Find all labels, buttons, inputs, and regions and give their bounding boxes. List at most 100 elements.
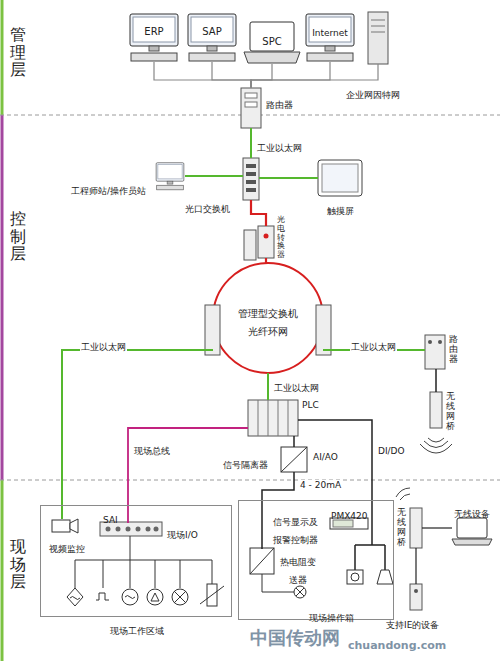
computer-icons [371, 32, 385, 33]
network-devices [288, 400, 289, 436]
connector-label: 工业以太网 [256, 143, 303, 153]
field-devices [296, 588, 304, 596]
field-devices [151, 593, 159, 601]
field-devices [52, 488, 492, 610]
field-devices [212, 560, 213, 584]
network-devices [244, 230, 256, 260]
field-devices [67, 588, 83, 606]
field-devices [154, 527, 159, 532]
computer-icons [244, 52, 300, 63]
field-devices [250, 548, 274, 574]
field-devices [396, 488, 410, 500]
device-label: 视频监控 [49, 544, 85, 554]
vertical-label: 控制层 [10, 210, 26, 263]
field-devices [414, 589, 418, 593]
connector-label: AI/AO [312, 452, 339, 462]
watermark: 中国传动网 [250, 627, 340, 648]
vertical-label: 光电转换器 [277, 216, 285, 260]
field-devices [250, 548, 274, 574]
device-label: 企业网因特网 [346, 90, 400, 100]
network-devices [205, 88, 452, 472]
link-line [415, 548, 416, 584]
field-devices [333, 520, 353, 527]
field-devices [147, 589, 163, 605]
layer-band: 工程师站/操作员站光口交换机触摸屏光电转换器管理型交换机 光纤环网PLC路由器无… [0, 115, 500, 480]
fiber-line [251, 200, 266, 226]
optical-switch: 光口交换机 [243, 158, 259, 200]
device-label: PLC [302, 400, 319, 410]
network-devices [264, 234, 269, 239]
computer: Internet [304, 12, 356, 62]
network-devices [246, 172, 256, 176]
field-devices [106, 527, 111, 532]
router: 路由器 [241, 88, 261, 128]
computer: ERP [128, 12, 180, 62]
computer: SAP [186, 12, 238, 62]
field-devices [200, 586, 224, 604]
ethernet-line [267, 373, 269, 400]
video-camera: 视频监控 [53, 519, 79, 535]
wireless-bridge: 无线网桥 [430, 392, 442, 428]
vertical-label: 路由器 [449, 335, 458, 365]
connector-label: 工业以太网 [350, 342, 397, 352]
device-label: 无线设备 [454, 509, 490, 519]
field-devices [180, 560, 181, 588]
field-devices [347, 570, 363, 584]
field-devices [377, 570, 393, 584]
wireless-bridge: 无线网桥 [410, 508, 422, 548]
touch-screen: 触摸屏 [318, 160, 362, 196]
device-label: SPC [262, 36, 281, 47]
layer-bars [1, 115, 4, 480]
connector-label: 工业以太网 [80, 342, 127, 352]
alarm-controller: 信号显示及报警控制器PMX420 [331, 519, 369, 530]
network-devices [246, 164, 256, 168]
network-devices [438, 340, 442, 344]
media-converter: 光电转换器 [258, 226, 274, 258]
device-label: 管理型交换机 光纤环网 [238, 308, 298, 337]
field-devices [410, 584, 422, 610]
device-label: Internet [312, 28, 348, 38]
field-devices [96, 593, 109, 600]
link-line [422, 527, 452, 528]
network-devices [322, 164, 358, 192]
network-devices [425, 335, 445, 369]
computer-icons [371, 20, 385, 21]
laptop: 无线设备 [452, 518, 492, 544]
computer-icons [188, 14, 236, 61]
field-devices [457, 518, 487, 538]
terminal-strip: SAI现场I/O [101, 523, 163, 537]
network-devices [245, 93, 257, 98]
field-devices [125, 596, 135, 599]
bus-line [154, 62, 251, 88]
network-devices [246, 180, 256, 184]
network-devices [278, 400, 279, 436]
vertical-label: 管理层 [10, 26, 26, 79]
field-devices [146, 527, 151, 532]
field-devices [410, 508, 422, 548]
device-label: 触摸屏 [327, 206, 354, 216]
network-devices [205, 305, 220, 355]
connector-label: DI/DO [377, 446, 406, 456]
network-devices [213, 263, 323, 373]
field-devices [103, 560, 104, 588]
fieldbus-line [128, 428, 248, 523]
device-label: 光口交换机 [185, 204, 230, 214]
device-label: 现场工作区域 [110, 626, 164, 636]
device-label: ERP [144, 26, 163, 37]
layer-bars [1, 480, 4, 661]
signal-isolator: 信号隔离器 [281, 447, 307, 472]
field-operation-box: 信号显示及报警控制器PMX420热电阻变送器现场操作箱 [238, 500, 394, 620]
network-devices [281, 447, 307, 472]
network-devices [241, 88, 261, 128]
link-line [435, 369, 437, 392]
ie-device: 支持IE的设备 [410, 584, 422, 610]
bus-line [251, 64, 378, 88]
field-work-area: 视频监控SAI现场I/O现场工作区域 [40, 505, 232, 617]
laptop: SPC [244, 22, 300, 64]
vertical-label: 无线网桥 [446, 392, 455, 432]
network-devices [428, 340, 432, 344]
network-devices [243, 158, 259, 200]
field-devices [130, 560, 131, 588]
computer-icons [368, 12, 388, 64]
